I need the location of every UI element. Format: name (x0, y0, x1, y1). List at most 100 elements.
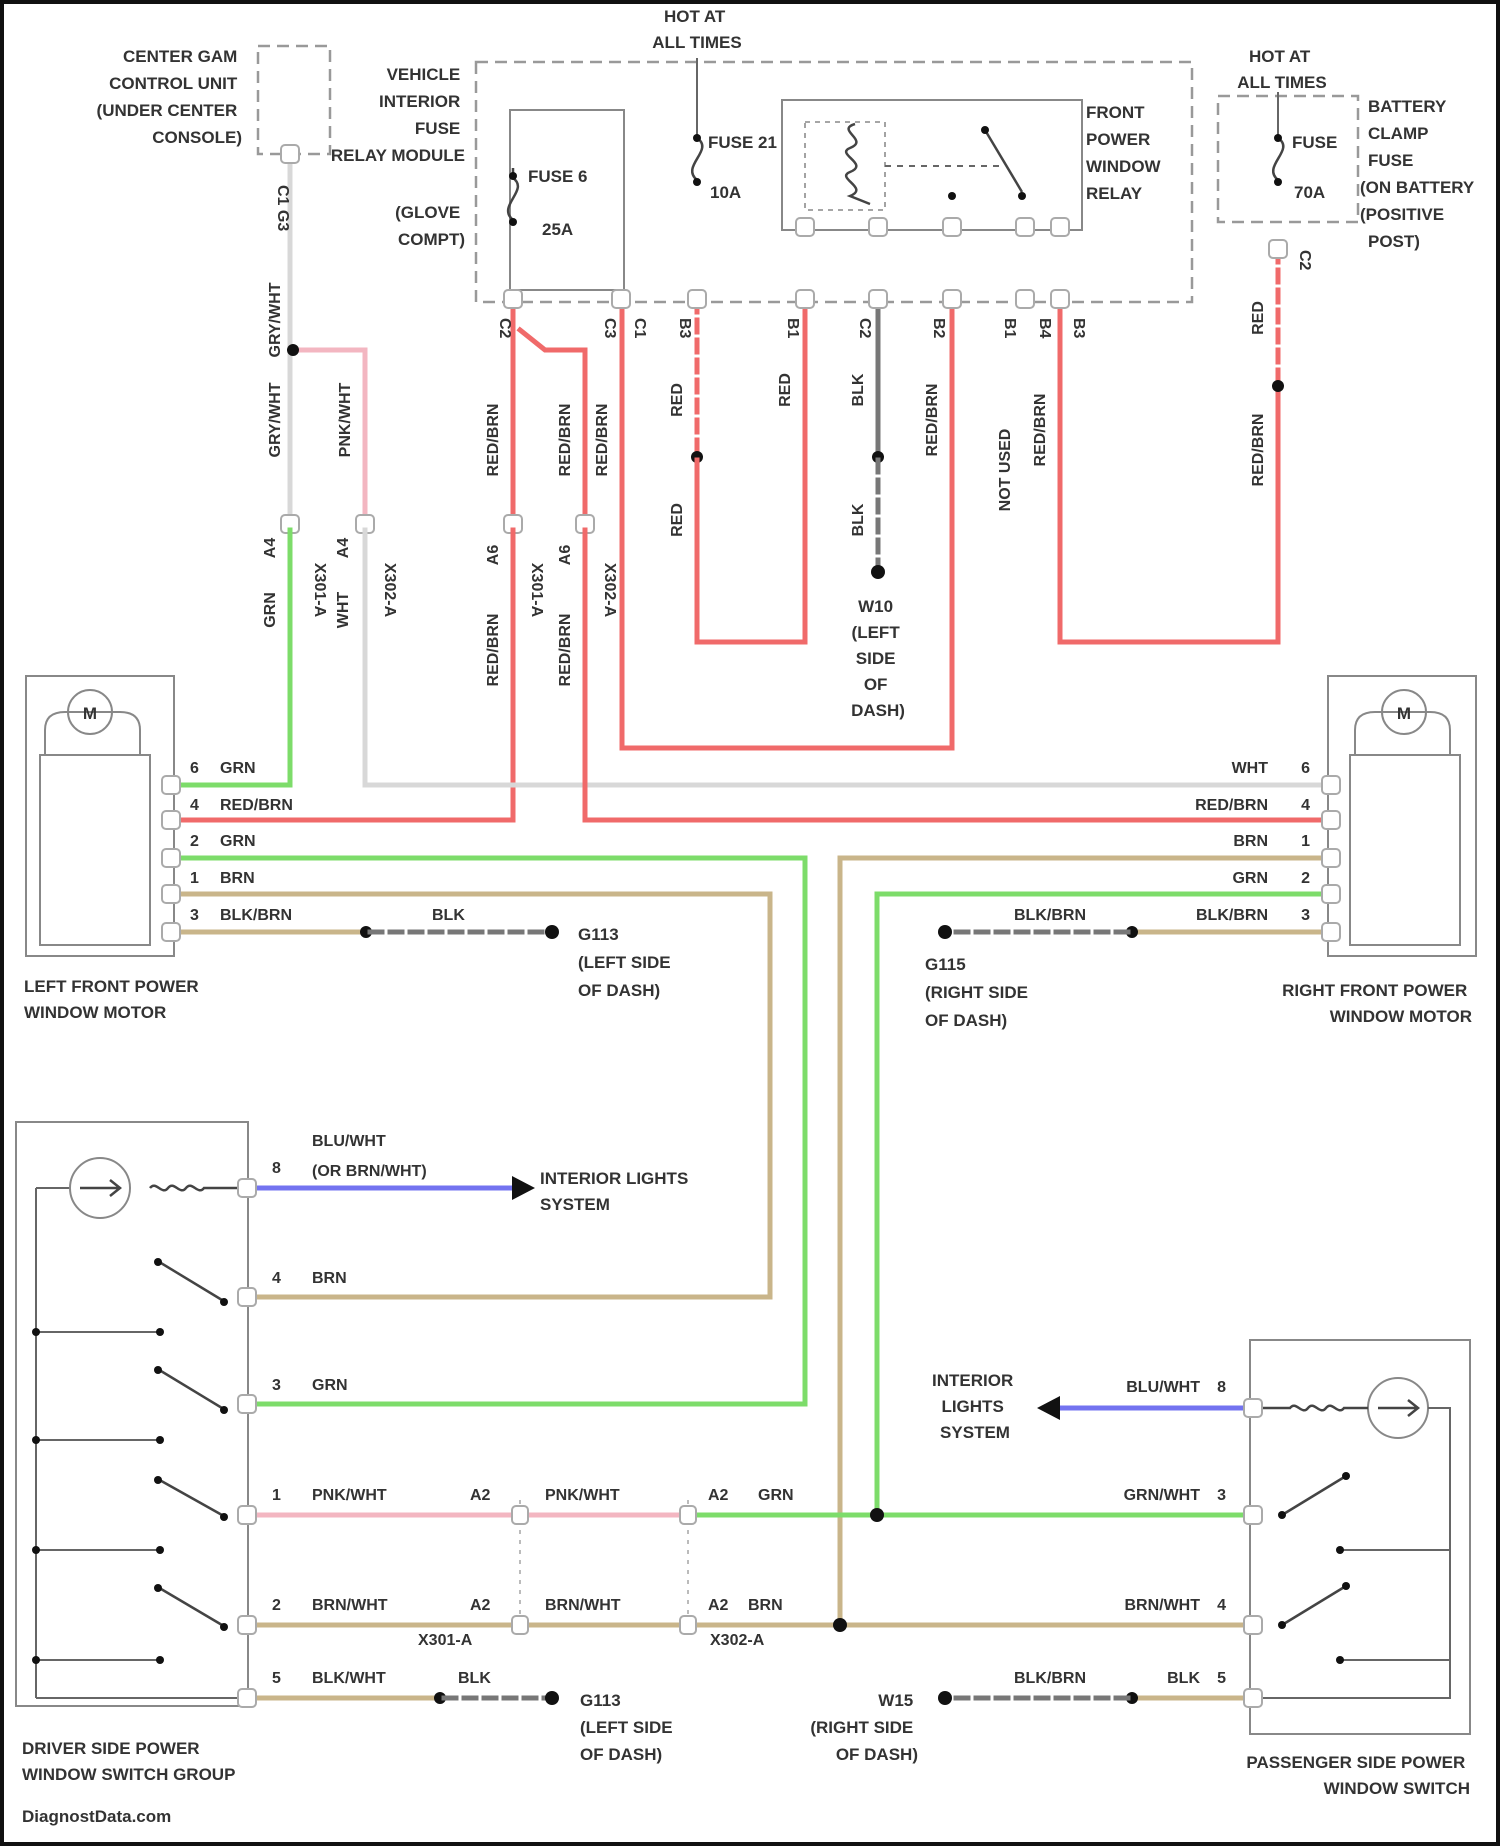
svg-text:6: 6 (190, 760, 199, 777)
svg-text:RED/BRN: RED/BRN (485, 614, 502, 687)
svg-text:RED/BRN: RED/BRN (1195, 797, 1268, 814)
pass-switch-bus (1252, 1420, 1450, 1698)
svg-text:B4: B4 (1036, 318, 1053, 339)
svg-text:RED/BRN: RED/BRN (924, 384, 941, 457)
svg-text:5: 5 (272, 1670, 281, 1687)
glove-compt-label: (GLOVE COMPT) (395, 203, 465, 249)
w10-ground-label: W10 (LEFT SIDE OF DASH) (851, 597, 905, 720)
svg-text:A6: A6 (557, 545, 574, 566)
driver-switch-3 (156, 1368, 222, 1408)
relay-label: FRONT POWER WINDOW RELAY (1086, 103, 1165, 203)
wire-lm-1-brn (174, 894, 770, 1297)
wire-relay-redbrn (1060, 300, 1278, 642)
relay-coil (846, 124, 870, 204)
center-gam-box (258, 46, 330, 154)
svg-text:BLK: BLK (850, 373, 867, 406)
relay-coil-box (805, 122, 885, 210)
fuse-21-link (692, 138, 702, 180)
svg-text:X301-A: X301-A (418, 1632, 473, 1649)
svg-text:X302-A: X302-A (381, 563, 398, 618)
driver-switch-1 (156, 1478, 222, 1515)
svg-text:A2: A2 (708, 1597, 729, 1614)
svg-text:A2: A2 (470, 1487, 491, 1504)
wire-fuse21-red-2 (697, 300, 805, 642)
pass-switch-3 (1282, 1476, 1346, 1515)
svg-text:RED/BRN: RED/BRN (1032, 394, 1049, 467)
svg-text:BLK/BRN: BLK/BRN (1014, 907, 1086, 924)
right-motor-body (1350, 755, 1460, 945)
svg-text:3: 3 (1217, 1487, 1226, 1504)
fuse-module-label: VEHICLE INTERIOR FUSE RELAY MODULE (331, 65, 465, 165)
pass-switch-terminals (1244, 1399, 1262, 1707)
svg-text:C1: C1 (631, 318, 648, 339)
left-ground-2-label: G113 (LEFT SIDE OF DASH) (580, 1691, 677, 1764)
wire-gam-pnk-wht (293, 350, 365, 520)
svg-text:4: 4 (1301, 797, 1310, 814)
svg-text:X301-A: X301-A (311, 563, 328, 618)
svg-text:C3: C3 (601, 318, 618, 339)
svg-text:A2: A2 (470, 1597, 491, 1614)
battery-fuse-label: FUSE 70A (1292, 133, 1342, 202)
svg-text:A4: A4 (335, 538, 352, 559)
svg-text:BLK: BLK (850, 503, 867, 536)
svg-text:PNK/WHT: PNK/WHT (312, 1487, 387, 1504)
svg-text:5: 5 (1217, 1670, 1226, 1687)
svg-text:C1 G3: C1 G3 (274, 185, 291, 231)
svg-text:BRN/WHT: BRN/WHT (312, 1597, 388, 1614)
driver-switch-2 (156, 1586, 222, 1625)
svg-text:GRY/WHT: GRY/WHT (267, 382, 284, 457)
footer-credit: DiagnostData.com (22, 1807, 171, 1826)
svg-text:B3: B3 (676, 318, 693, 339)
wire-lm-6-grn (174, 530, 290, 785)
svg-text:RED/BRN: RED/BRN (557, 614, 574, 687)
driver-resistor (150, 1186, 246, 1191)
fuse-21-label: FUSE 21 10A (708, 133, 782, 202)
svg-text:B1: B1 (784, 318, 801, 339)
svg-text:RED: RED (1250, 301, 1267, 335)
vertical-wire-labels: GRY/WHT GRY/WHT PNK/WHT RED/BRN RED/BRN … (262, 282, 1267, 686)
svg-text:GRN: GRN (758, 1487, 794, 1504)
battery-fuse-link (1273, 138, 1283, 180)
svg-text:BRN: BRN (312, 1270, 347, 1287)
svg-text:2: 2 (1301, 870, 1310, 887)
wire-fuse6-redbrn-2 (520, 330, 585, 520)
fuse-6-label: FUSE 6 25A (528, 167, 592, 239)
battery-fuse-box (1218, 96, 1358, 222)
svg-text:8: 8 (272, 1160, 281, 1177)
svg-text:B3: B3 (1070, 318, 1087, 339)
svg-text:BLK: BLK (1167, 1670, 1200, 1687)
svg-text:1: 1 (1301, 833, 1310, 850)
svg-text:BLK: BLK (432, 907, 465, 924)
svg-text:A6: A6 (485, 545, 502, 566)
battery-clamp-label: BATTERY CLAMP FUSE (ON BATTERY (POSITIVE… (1360, 97, 1479, 251)
svg-text:RED/BRN: RED/BRN (557, 404, 574, 477)
svg-text:2: 2 (272, 1597, 281, 1614)
svg-text:RED: RED (777, 373, 794, 407)
center-gam-label: CENTER GAM CONTROL UNIT (UNDER CENTER CO… (97, 47, 242, 147)
svg-text:PNK/WHT: PNK/WHT (545, 1487, 620, 1504)
svg-text:BLK/BRN: BLK/BRN (1014, 1670, 1086, 1687)
svg-text:BLK: BLK (458, 1670, 491, 1687)
right-motor-label: RIGHT FRONT POWER WINDOW MOTOR (1282, 981, 1472, 1026)
left-motor-body (40, 755, 150, 945)
interior-lights-left-label: INTERIOR LIGHTS SYSTEM (540, 1169, 693, 1214)
pass-switch-label: PASSENGER SIDE POWER WINDOW SWITCH (1246, 1753, 1470, 1798)
svg-text:6: 6 (1301, 760, 1310, 777)
fuse-6-box (510, 110, 624, 290)
svg-text:BLU/WHT: BLU/WHT (312, 1133, 386, 1150)
svg-text:BLK/BRN: BLK/BRN (1196, 907, 1268, 924)
pass-switch-wire-labels: 8 BLU/WHT 3 GRN/WHT 4 BRN/WHT 5 BLK BLK/… (1014, 1379, 1226, 1687)
svg-text:GRN/WHT: GRN/WHT (1124, 1487, 1201, 1504)
driver-switch-terminals (238, 1179, 696, 1707)
svg-text:RED/BRN: RED/BRN (485, 404, 502, 477)
svg-text:1: 1 (272, 1487, 281, 1504)
pass-switch-box (1250, 1340, 1470, 1734)
left-ground-1-label: G113 (LEFT SIDE OF DASH) (578, 925, 675, 1000)
svg-text:BLK/WHT: BLK/WHT (312, 1670, 386, 1687)
svg-text:B1: B1 (1001, 318, 1018, 339)
svg-text:3: 3 (1301, 907, 1310, 924)
svg-text:GRN: GRN (220, 760, 256, 777)
svg-text:BRN: BRN (220, 870, 255, 887)
svg-text:1: 1 (190, 870, 199, 887)
